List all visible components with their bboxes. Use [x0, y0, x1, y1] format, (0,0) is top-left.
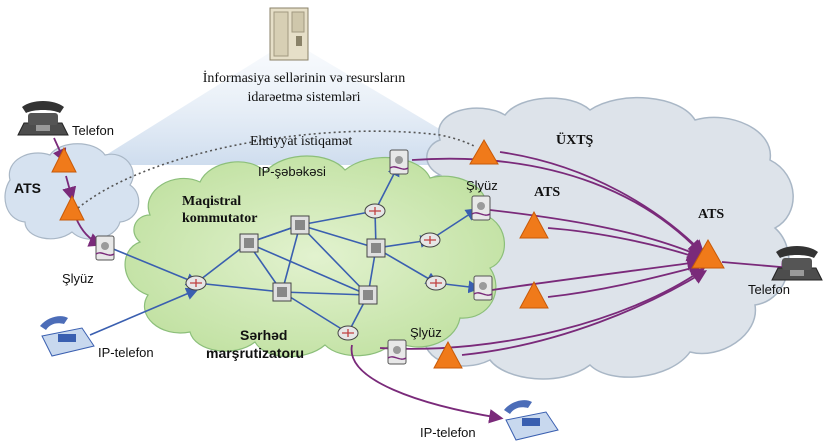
- switch-icon: [290, 215, 310, 235]
- ip-network-cloud: [124, 155, 505, 358]
- gateway-icon: [387, 339, 407, 365]
- desk-phone-icon: [17, 101, 69, 136]
- ats-triangle-icon: [691, 238, 725, 269]
- gateway-top-label: Şlyüz: [466, 178, 498, 193]
- backup-direction-line: [77, 130, 475, 209]
- gateway-bottom-label: Şlyüz: [410, 325, 442, 340]
- switch-icon: [358, 285, 378, 305]
- ats-right-label: ATS: [698, 207, 724, 222]
- uxts-label: ÜXTŞ: [556, 131, 594, 148]
- backbone-switch-label-2: kommutator: [182, 211, 257, 226]
- gateway-icon: [95, 235, 115, 261]
- ats-triangle-icon: [469, 139, 499, 165]
- switch-icon: [272, 282, 292, 302]
- ats-triangle-icon: [519, 210, 549, 239]
- router-icon: [364, 203, 386, 219]
- ats-mid-label: ATS: [534, 185, 560, 200]
- management-system-label: İnformasiya sellərinin və resursların: [203, 70, 406, 86]
- management-beam: [90, 40, 500, 165]
- telefon-top-left-label: Telefon: [72, 123, 114, 138]
- border-router-label: Sərhəd: [240, 327, 287, 343]
- backbone-switch-label: Maqistral: [182, 194, 241, 209]
- ats-triangle-icon: [51, 146, 77, 173]
- router-icon: [185, 275, 207, 291]
- ats-triangle-icon: [59, 194, 85, 221]
- ats-left-label: ATS: [14, 180, 41, 196]
- backup-direction-label: Ehtiyyat istiqamət: [250, 134, 352, 149]
- pstn-links: [52, 137, 796, 424]
- ip-telefon-bottom-label: IP-telefon: [420, 425, 476, 440]
- desk-phone-icon: [771, 246, 823, 281]
- gateway-left-label: Şlyüz: [62, 271, 94, 286]
- router-icon: [425, 275, 447, 291]
- gateway-icon: [473, 275, 493, 301]
- ip-phone-icon: [40, 316, 95, 357]
- server-cabinet-icon: [269, 7, 309, 61]
- ip-phone-icon: [504, 400, 559, 441]
- ip-telefon-left-label: IP-telefon: [98, 345, 154, 360]
- border-router-label-2: marşrutizatoru: [206, 345, 304, 361]
- ip-network-label: IP-şəbəkəsi: [258, 164, 326, 179]
- gateway-icon: [471, 195, 491, 221]
- router-icon: [337, 325, 359, 341]
- ats-triangle-icon: [519, 280, 549, 309]
- switch-icon: [239, 233, 259, 253]
- ats-triangle-icon: [433, 340, 463, 369]
- management-system-label-2: idarəetmə sistemləri: [247, 90, 360, 105]
- router-icon: [419, 232, 441, 248]
- switch-icon: [366, 238, 386, 258]
- gateway-icon: [389, 149, 409, 175]
- telefon-right-label: Telefon: [748, 282, 790, 297]
